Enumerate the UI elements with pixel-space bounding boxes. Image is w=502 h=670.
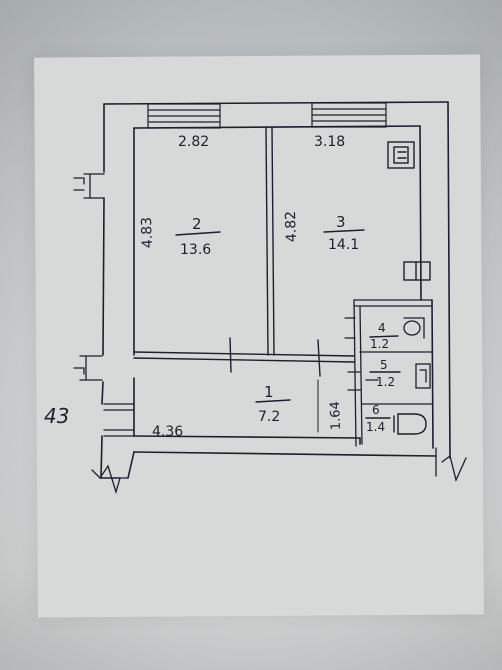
room1-number: 1 [264,383,274,401]
dim-hall-width: 4.36 [152,424,183,440]
outer-walls [100,101,451,479]
room4-area: 1.2 [370,337,389,351]
dim-room2-width: 2.82 [178,134,209,150]
outside-label: 43 [44,404,69,428]
dim-room2-depth: 4.83 [139,217,156,249]
room3-number: 3 [336,213,346,231]
room4-number: 4 [378,321,386,335]
washbasin-icon [403,317,425,339]
window-right [311,102,387,128]
entrance-marks [73,173,135,495]
sink-icon [403,261,431,281]
dim-room3-depth: 4.82 [283,211,300,243]
room3-area: 14.1 [328,237,359,253]
window-left [147,103,221,129]
room6-area: 1.4 [366,420,385,434]
room6-number: 6 [372,403,380,417]
plan-labels: 43 2.82 3.18 4.83 4.82 2 13.6 3 14.1 1 7… [44,134,395,440]
room1-area: 7.2 [258,409,280,425]
room2-area: 13.6 [180,242,211,258]
toilet-icon [393,413,427,435]
break-mark-right [435,447,467,482]
stove-icon [387,141,415,169]
room5-area: 1.2 [376,375,395,389]
dim-room3-width: 3.18 [314,134,345,150]
room5-number: 5 [380,358,388,372]
partition-room2-room3 [265,127,275,356]
bathroom-block [344,299,433,447]
fraction-bars [175,229,401,419]
water-heater-icon [415,363,431,389]
dim-hall-depth: 1.64 [328,401,344,430]
room2-number: 2 [192,215,202,233]
partition-hall [133,337,355,377]
